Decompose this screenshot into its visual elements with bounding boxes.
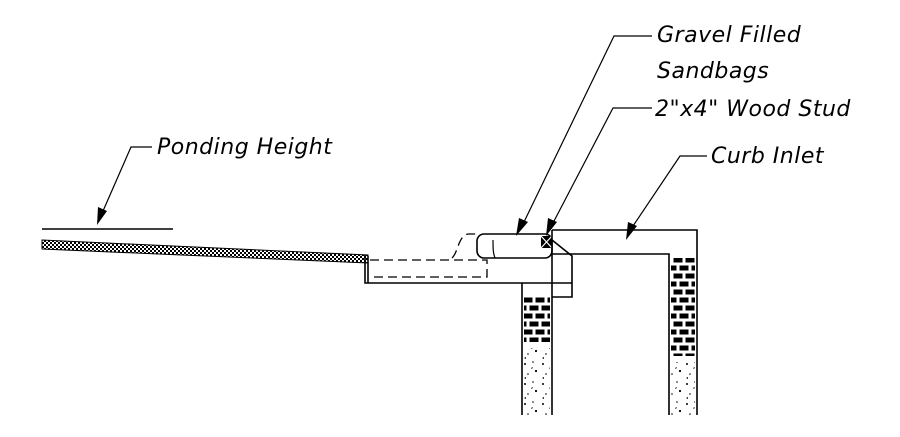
leader-curb-inlet — [626, 155, 707, 240]
gravel-sandbag — [476, 233, 553, 259]
leader-wood-stud — [546, 107, 652, 236]
gutter-pan — [364, 233, 552, 284]
curb-inlet-structure — [521, 229, 698, 415]
wood-stud — [540, 235, 553, 249]
label-ponding-height: Ponding Height — [157, 135, 333, 160]
leader-gravel-sandbags — [516, 35, 652, 236]
left-wall-concrete — [524, 348, 550, 415]
right-wall-concrete — [671, 362, 695, 415]
left-wall-brick — [524, 296, 550, 342]
pavement-surface — [41, 239, 369, 264]
label-wood-stud: 2"x4" Wood Stud — [655, 97, 851, 122]
label-curb-inlet: Curb Inlet — [711, 144, 825, 169]
right-wall-brick — [671, 258, 695, 356]
leader-ponding-height — [97, 146, 152, 225]
label-gravel-filled: Gravel Filled — [657, 23, 802, 48]
label-sandbags: Sandbags — [657, 59, 769, 84]
